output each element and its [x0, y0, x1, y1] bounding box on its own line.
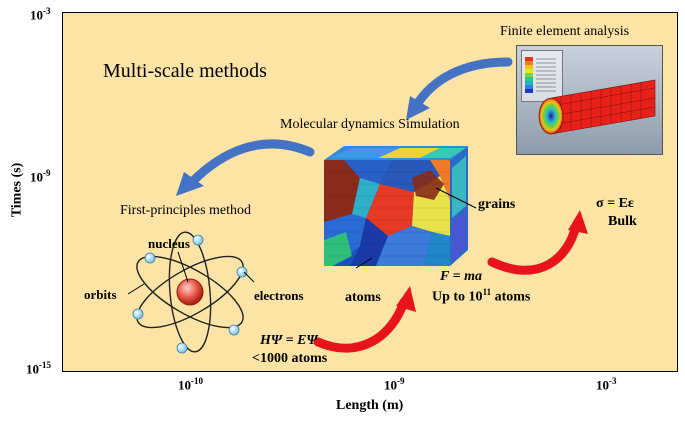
y-tick-3: 10-15: [26, 360, 51, 377]
finite-element-label: Finite element analysis: [500, 24, 630, 39]
x-tick-3-base: 10: [596, 377, 609, 393]
finite-element-model-image: [516, 45, 663, 155]
atom-illustration: [127, 231, 255, 354]
first-principles-atom-limit: <1000 atoms: [252, 351, 328, 366]
x-tick-1: 10-10: [178, 376, 203, 393]
diagram-title: Multi-scale methods: [103, 60, 267, 82]
arrow-md-to-first-principles: [176, 139, 315, 196]
x-tick-1-base: 10: [178, 377, 191, 393]
bulk-label: Bulk: [608, 214, 637, 229]
x-tick-2-base: 10: [384, 377, 397, 393]
md-atom-limit-prefix: Up to 10: [432, 289, 483, 305]
y-tick-2-exp: -9: [43, 168, 51, 178]
orbits-label: orbits: [84, 287, 117, 302]
fe-equation: σ = Eε: [596, 196, 634, 211]
molecular-dynamics-label: Molecular dynamics Simulation: [280, 117, 460, 132]
arrow-first-principles-to-md: [313, 286, 416, 353]
y-tick-2-base: 10: [30, 169, 43, 185]
x-tick-2: 10-9: [384, 376, 405, 393]
y-tick-3-exp: -15: [39, 360, 51, 370]
md-equation: F = ma: [440, 269, 482, 284]
nucleus-label: nucleus: [148, 236, 190, 251]
x-axis-title: Length (m): [336, 398, 404, 413]
fe-color-legend: [521, 50, 563, 102]
arrow-fe-to-md: [406, 57, 513, 120]
x-tick-3: 10-3: [596, 376, 617, 393]
fe-cylinder-mesh: [538, 79, 656, 135]
md-atom-limit: Up to 1011 atoms: [432, 287, 530, 306]
x-tick-2-exp: -9: [397, 376, 405, 386]
x-tick-1-exp: -10: [191, 376, 203, 386]
arrow-md-to-fe: [487, 210, 588, 275]
fe-legend-graphic: [525, 57, 556, 93]
grain-cube: [324, 146, 477, 269]
first-principles-equation: HΨ = EΨ: [260, 333, 318, 348]
atoms-label: atoms: [345, 290, 381, 305]
y-tick-1-base: 10: [30, 7, 43, 23]
md-atom-limit-suffix: atoms: [491, 289, 531, 305]
electrons-label: electrons: [254, 288, 304, 303]
grains-label: grains: [478, 197, 516, 212]
y-tick-1: 10-3: [30, 6, 51, 23]
md-atom-limit-exp: 11: [482, 287, 492, 297]
y-tick-3-base: 10: [26, 361, 39, 377]
first-principles-label: First-principles method: [120, 203, 252, 218]
x-tick-3-exp: -3: [609, 376, 617, 386]
y-tick-2: 10-9: [30, 168, 51, 185]
y-tick-1-exp: -3: [43, 6, 51, 16]
